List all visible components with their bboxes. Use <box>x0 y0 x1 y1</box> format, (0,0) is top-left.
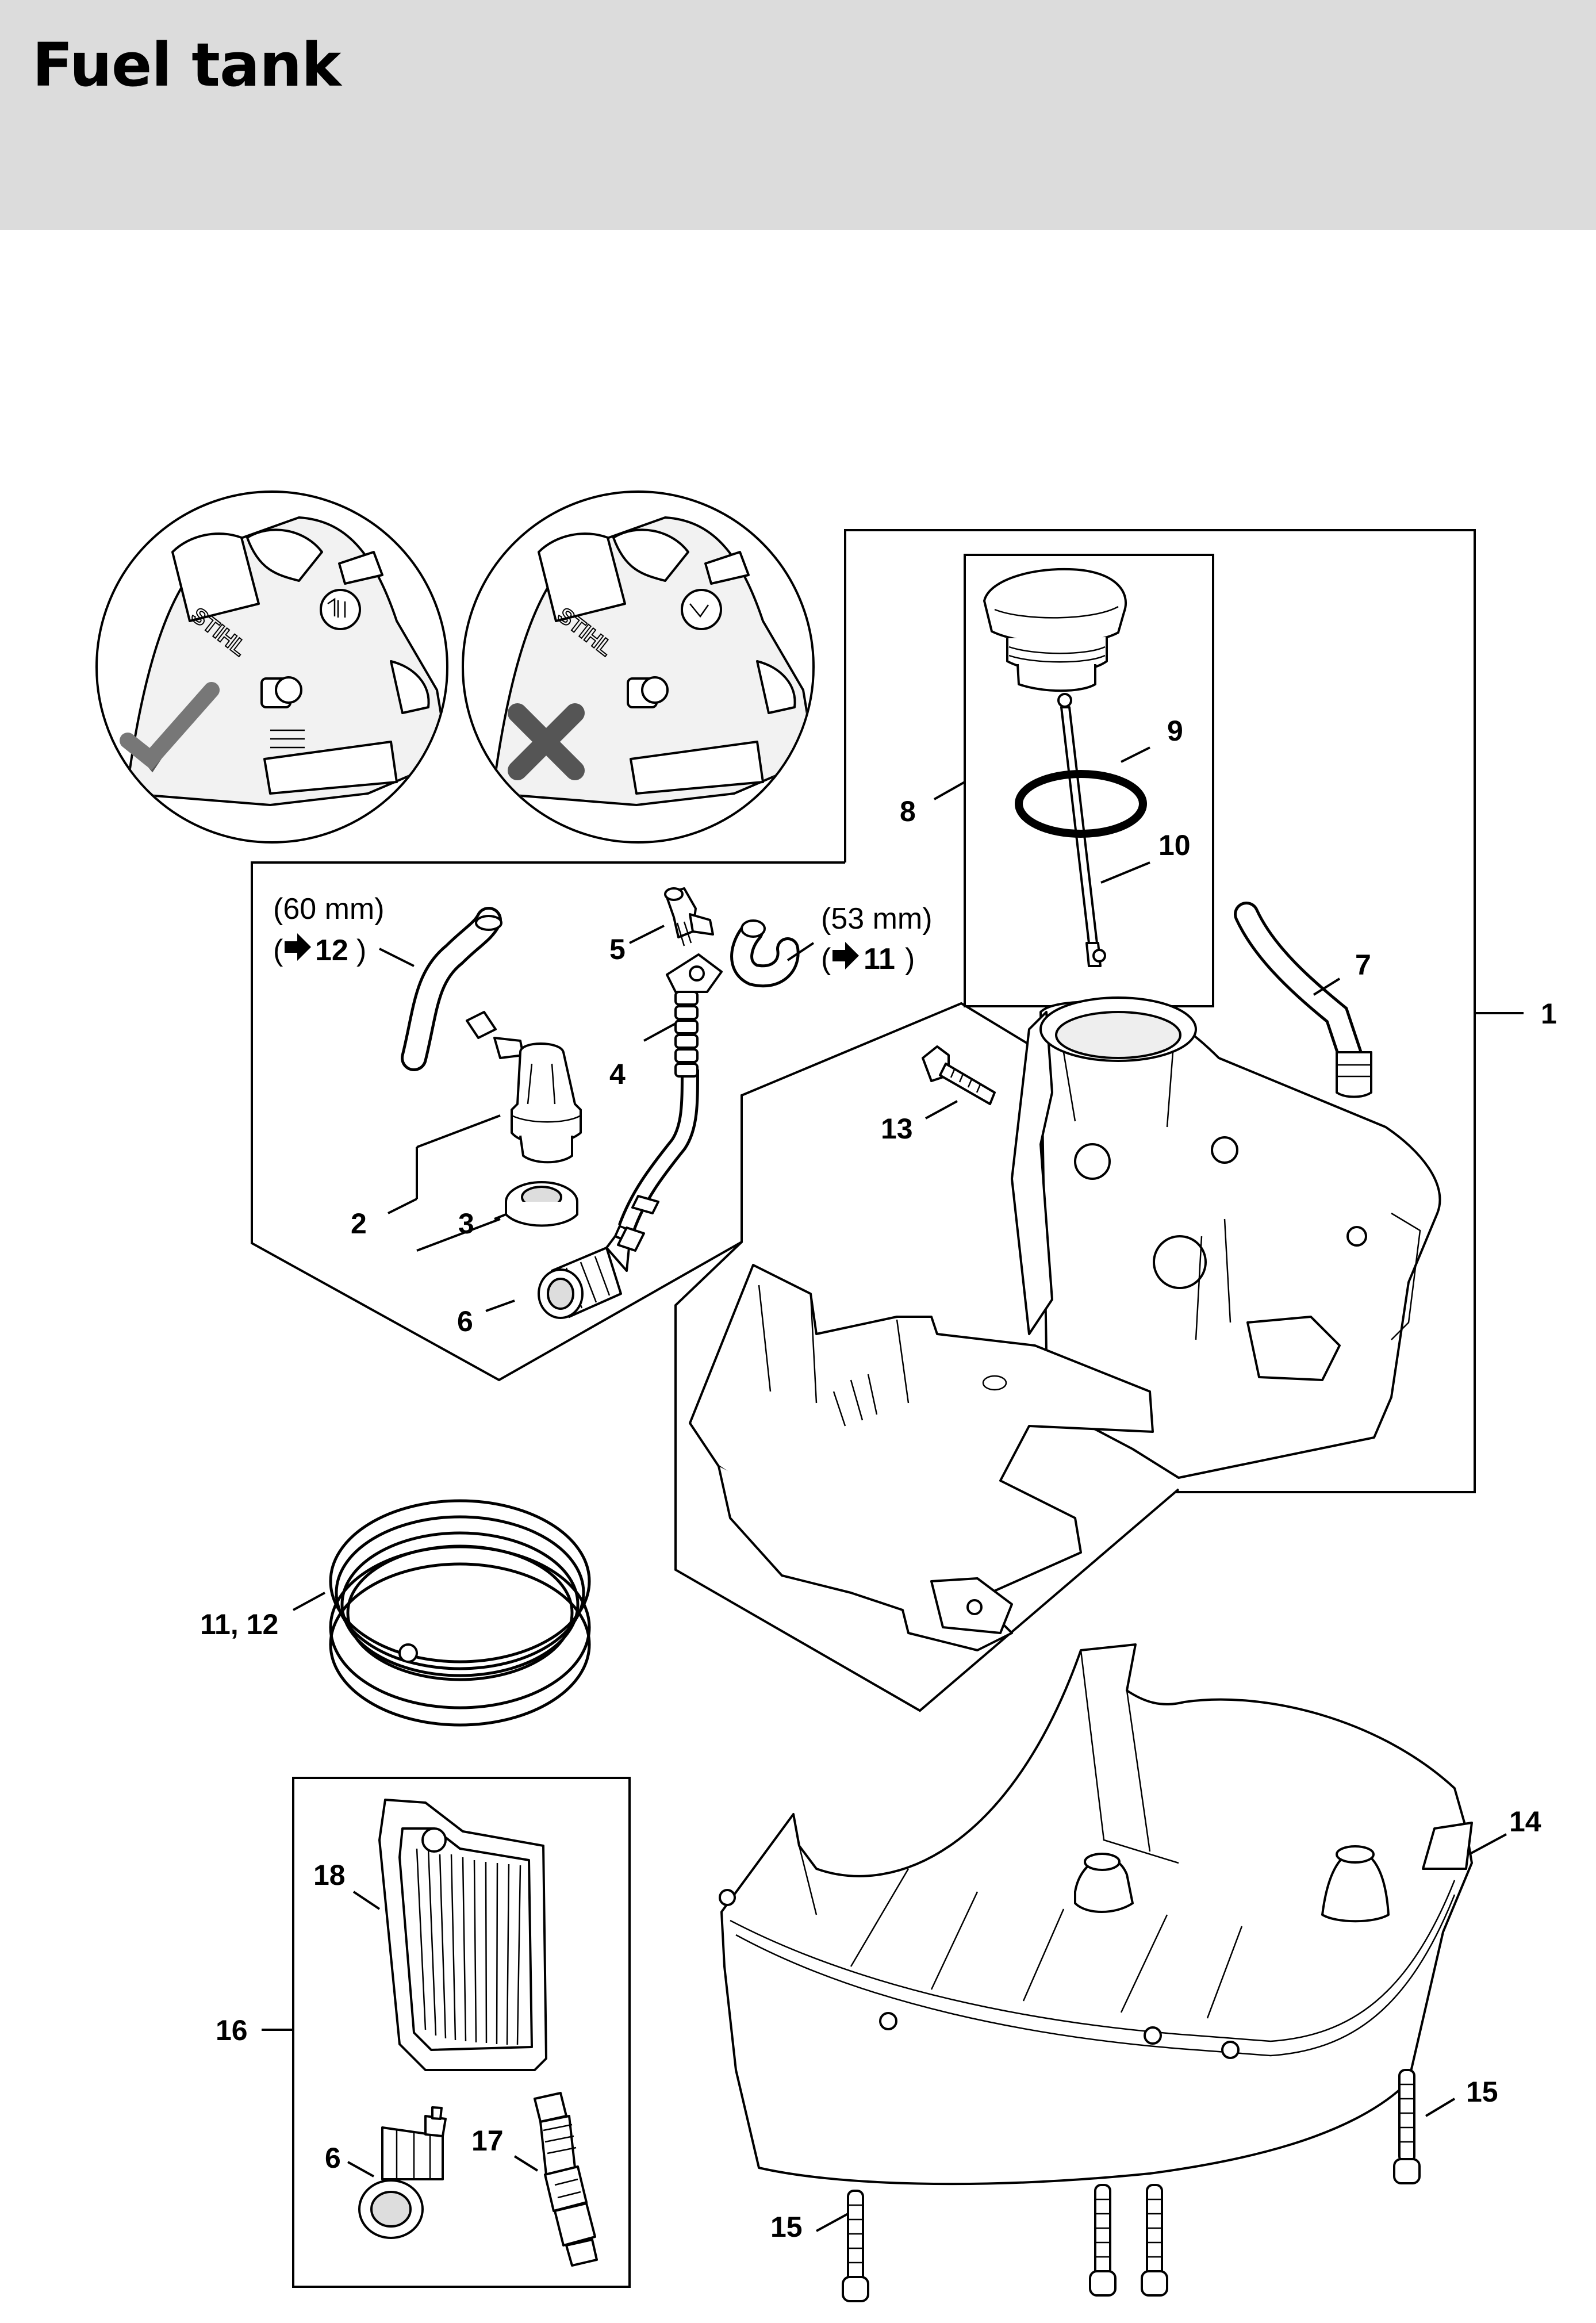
hose-60mm <box>401 907 502 1071</box>
callout-16: 16 <box>216 2014 248 2046</box>
leader-lines <box>262 746 1507 2232</box>
callout-1: 1 <box>1541 998 1557 1030</box>
fuel-filter-upper <box>538 1225 631 1319</box>
note-ref-12-close: ) <box>356 934 366 967</box>
callout-7: 7 <box>1355 949 1371 981</box>
vent-hose <box>1234 902 1372 1098</box>
hose-parts-frame <box>251 861 1091 1382</box>
callout-10: 10 <box>1158 829 1191 861</box>
screw-15-right <box>1393 2069 1421 2184</box>
inspection-incorrect: STIHL <box>462 490 815 844</box>
hose-notes: (60 mm) ( 12 ) (53 mm) ( 11 ) <box>273 892 933 976</box>
callout-4: 4 <box>609 1058 626 1090</box>
lower-housing <box>719 1643 1473 2186</box>
page-title: Fuel tank <box>32 30 341 100</box>
note-ref-11: 11 <box>864 942 895 976</box>
kit-frame <box>292 1777 631 2288</box>
fuel-cap <box>983 568 1127 692</box>
callout-18: 18 <box>313 1859 346 1891</box>
note-60mm: (60 mm) <box>273 892 385 926</box>
callout-14: 14 <box>1509 1805 1541 1838</box>
fuel-line-coil <box>329 1499 591 1727</box>
fuel-filter-lower <box>358 2106 447 2239</box>
note-ref-11-open: ( <box>821 942 831 976</box>
arrow-icon-12 <box>285 933 311 961</box>
assembly-outline <box>844 529 1476 1493</box>
inspection-correct: STIHL <box>95 490 448 844</box>
note-ref-12: 12 <box>315 934 348 967</box>
elbow-fitting <box>664 887 714 946</box>
tank-tray <box>689 1264 1154 1651</box>
header-band: Fuel tank <box>0 0 1596 230</box>
hose-53mm <box>730 919 800 988</box>
callout-5: 5 <box>609 933 626 965</box>
callout-9: 9 <box>1167 715 1183 747</box>
grommet <box>505 1181 578 1227</box>
filter-pleats <box>416 1848 521 2045</box>
note-ref-11-close: ) <box>905 942 915 976</box>
screw-15-left <box>842 2190 869 2302</box>
suction-hose <box>617 953 723 1252</box>
callout-8: 8 <box>900 795 916 827</box>
screw-13 <box>922 1045 996 1105</box>
spark-plug <box>534 2092 598 2267</box>
callout-15-right: 15 <box>1466 2076 1498 2108</box>
retaining-strap <box>1057 693 1106 967</box>
callout-3: 3 <box>458 1208 474 1240</box>
callout-15-left: 15 <box>770 2211 803 2243</box>
callout-17: 17 <box>471 2125 504 2157</box>
air-filter <box>378 1799 547 2071</box>
callout-6-upper: 6 <box>457 1305 473 1337</box>
callout-13: 13 <box>881 1113 913 1145</box>
o-ring <box>1015 770 1147 838</box>
note-53mm: (53 mm) <box>821 902 933 936</box>
screw-15-mid-a <box>1089 2184 1117 2297</box>
arrow-icon-11 <box>832 942 859 969</box>
grommet-ribs <box>674 991 699 1078</box>
pickup-body <box>493 1037 582 1164</box>
callout-2: 2 <box>351 1208 367 1240</box>
callouts: 1 2 3 4 5 6 7 8 9 10 11, 12 13 14 15 15 … <box>200 715 1557 2243</box>
cross-mark-icon <box>508 703 585 780</box>
screw-15-mid-b <box>1141 2184 1168 2297</box>
callout-11-12: 11, 12 <box>200 1608 278 1640</box>
callout-6-lower: 6 <box>325 2142 341 2174</box>
note-ref-12-open: ( <box>273 934 283 967</box>
